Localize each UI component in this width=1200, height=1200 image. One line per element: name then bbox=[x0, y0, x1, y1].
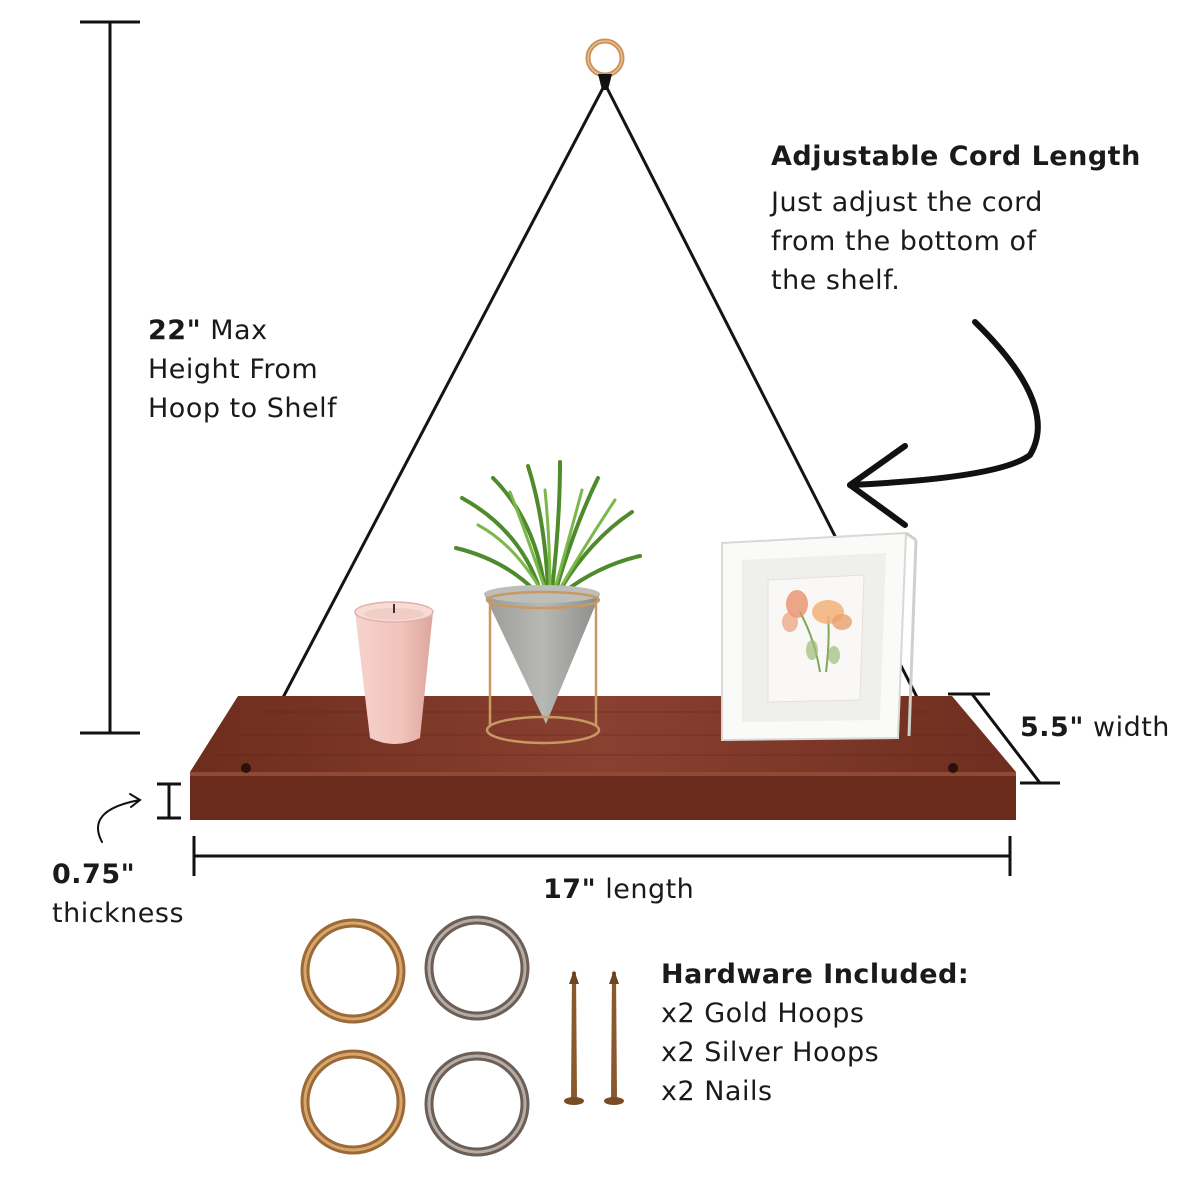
thickness-label: thickness bbox=[52, 898, 185, 929]
length-value: 17" bbox=[543, 874, 597, 905]
hardware-title: Hardware Included: bbox=[661, 959, 970, 990]
width-value: 5.5" bbox=[1020, 712, 1084, 743]
hardware-item-nails: x2 Nails bbox=[661, 1076, 773, 1107]
height-label-line2: Height From bbox=[148, 354, 319, 385]
cord-callout-line3: the shelf. bbox=[771, 265, 901, 296]
height-dimension-line bbox=[80, 20, 140, 735]
length-dimension-line bbox=[192, 836, 1012, 876]
small-curved-arrow-icon bbox=[97, 793, 142, 843]
silver-hoop-icon bbox=[424, 915, 530, 1021]
thickness-callout: 0.75" thickness bbox=[52, 855, 184, 933]
gold-hoop-icon bbox=[300, 918, 406, 1024]
width-dimension-line bbox=[948, 692, 1060, 785]
potted-plant bbox=[454, 460, 642, 745]
height-label-rest: Max bbox=[201, 315, 268, 346]
width-callout: 5.5" width bbox=[1020, 708, 1170, 747]
height-value: 22" bbox=[148, 315, 202, 346]
height-label-line3: Hoop to Shelf bbox=[148, 393, 338, 424]
hardware-item-gold-hoops: x2 Gold Hoops bbox=[661, 998, 865, 1029]
thickness-value: 0.75" bbox=[52, 859, 136, 890]
cord-callout-line1: Just adjust the cord bbox=[771, 187, 1043, 218]
gold-hoop-icon bbox=[300, 1049, 406, 1155]
hardware-callout: Hardware Included: x2 Gold Hoops x2 Silv… bbox=[661, 955, 969, 1111]
silver-hoop-icon bbox=[424, 1051, 530, 1157]
height-callout: 22" Max Height From Hoop to Shelf bbox=[148, 311, 337, 428]
length-label: length bbox=[596, 874, 695, 905]
cord-callout-title: Adjustable Cord Length bbox=[771, 141, 1141, 172]
cord-callout: Adjustable Cord Length Just adjust the c… bbox=[771, 137, 1141, 300]
thickness-dimension-line bbox=[157, 782, 181, 820]
hanging-hoop-icon bbox=[585, 38, 625, 90]
nail-icon bbox=[604, 970, 624, 1105]
curved-arrow-icon bbox=[847, 319, 1041, 528]
nail-icon bbox=[564, 970, 584, 1105]
flower-painting bbox=[782, 590, 852, 673]
width-label: width bbox=[1083, 712, 1170, 743]
cord-callout-line2: from the bottom of bbox=[771, 226, 1037, 257]
picture-frame bbox=[721, 531, 918, 742]
length-callout: 17" length bbox=[543, 870, 694, 909]
candle bbox=[354, 601, 434, 744]
hardware-item-silver-hoops: x2 Silver Hoops bbox=[661, 1037, 880, 1068]
